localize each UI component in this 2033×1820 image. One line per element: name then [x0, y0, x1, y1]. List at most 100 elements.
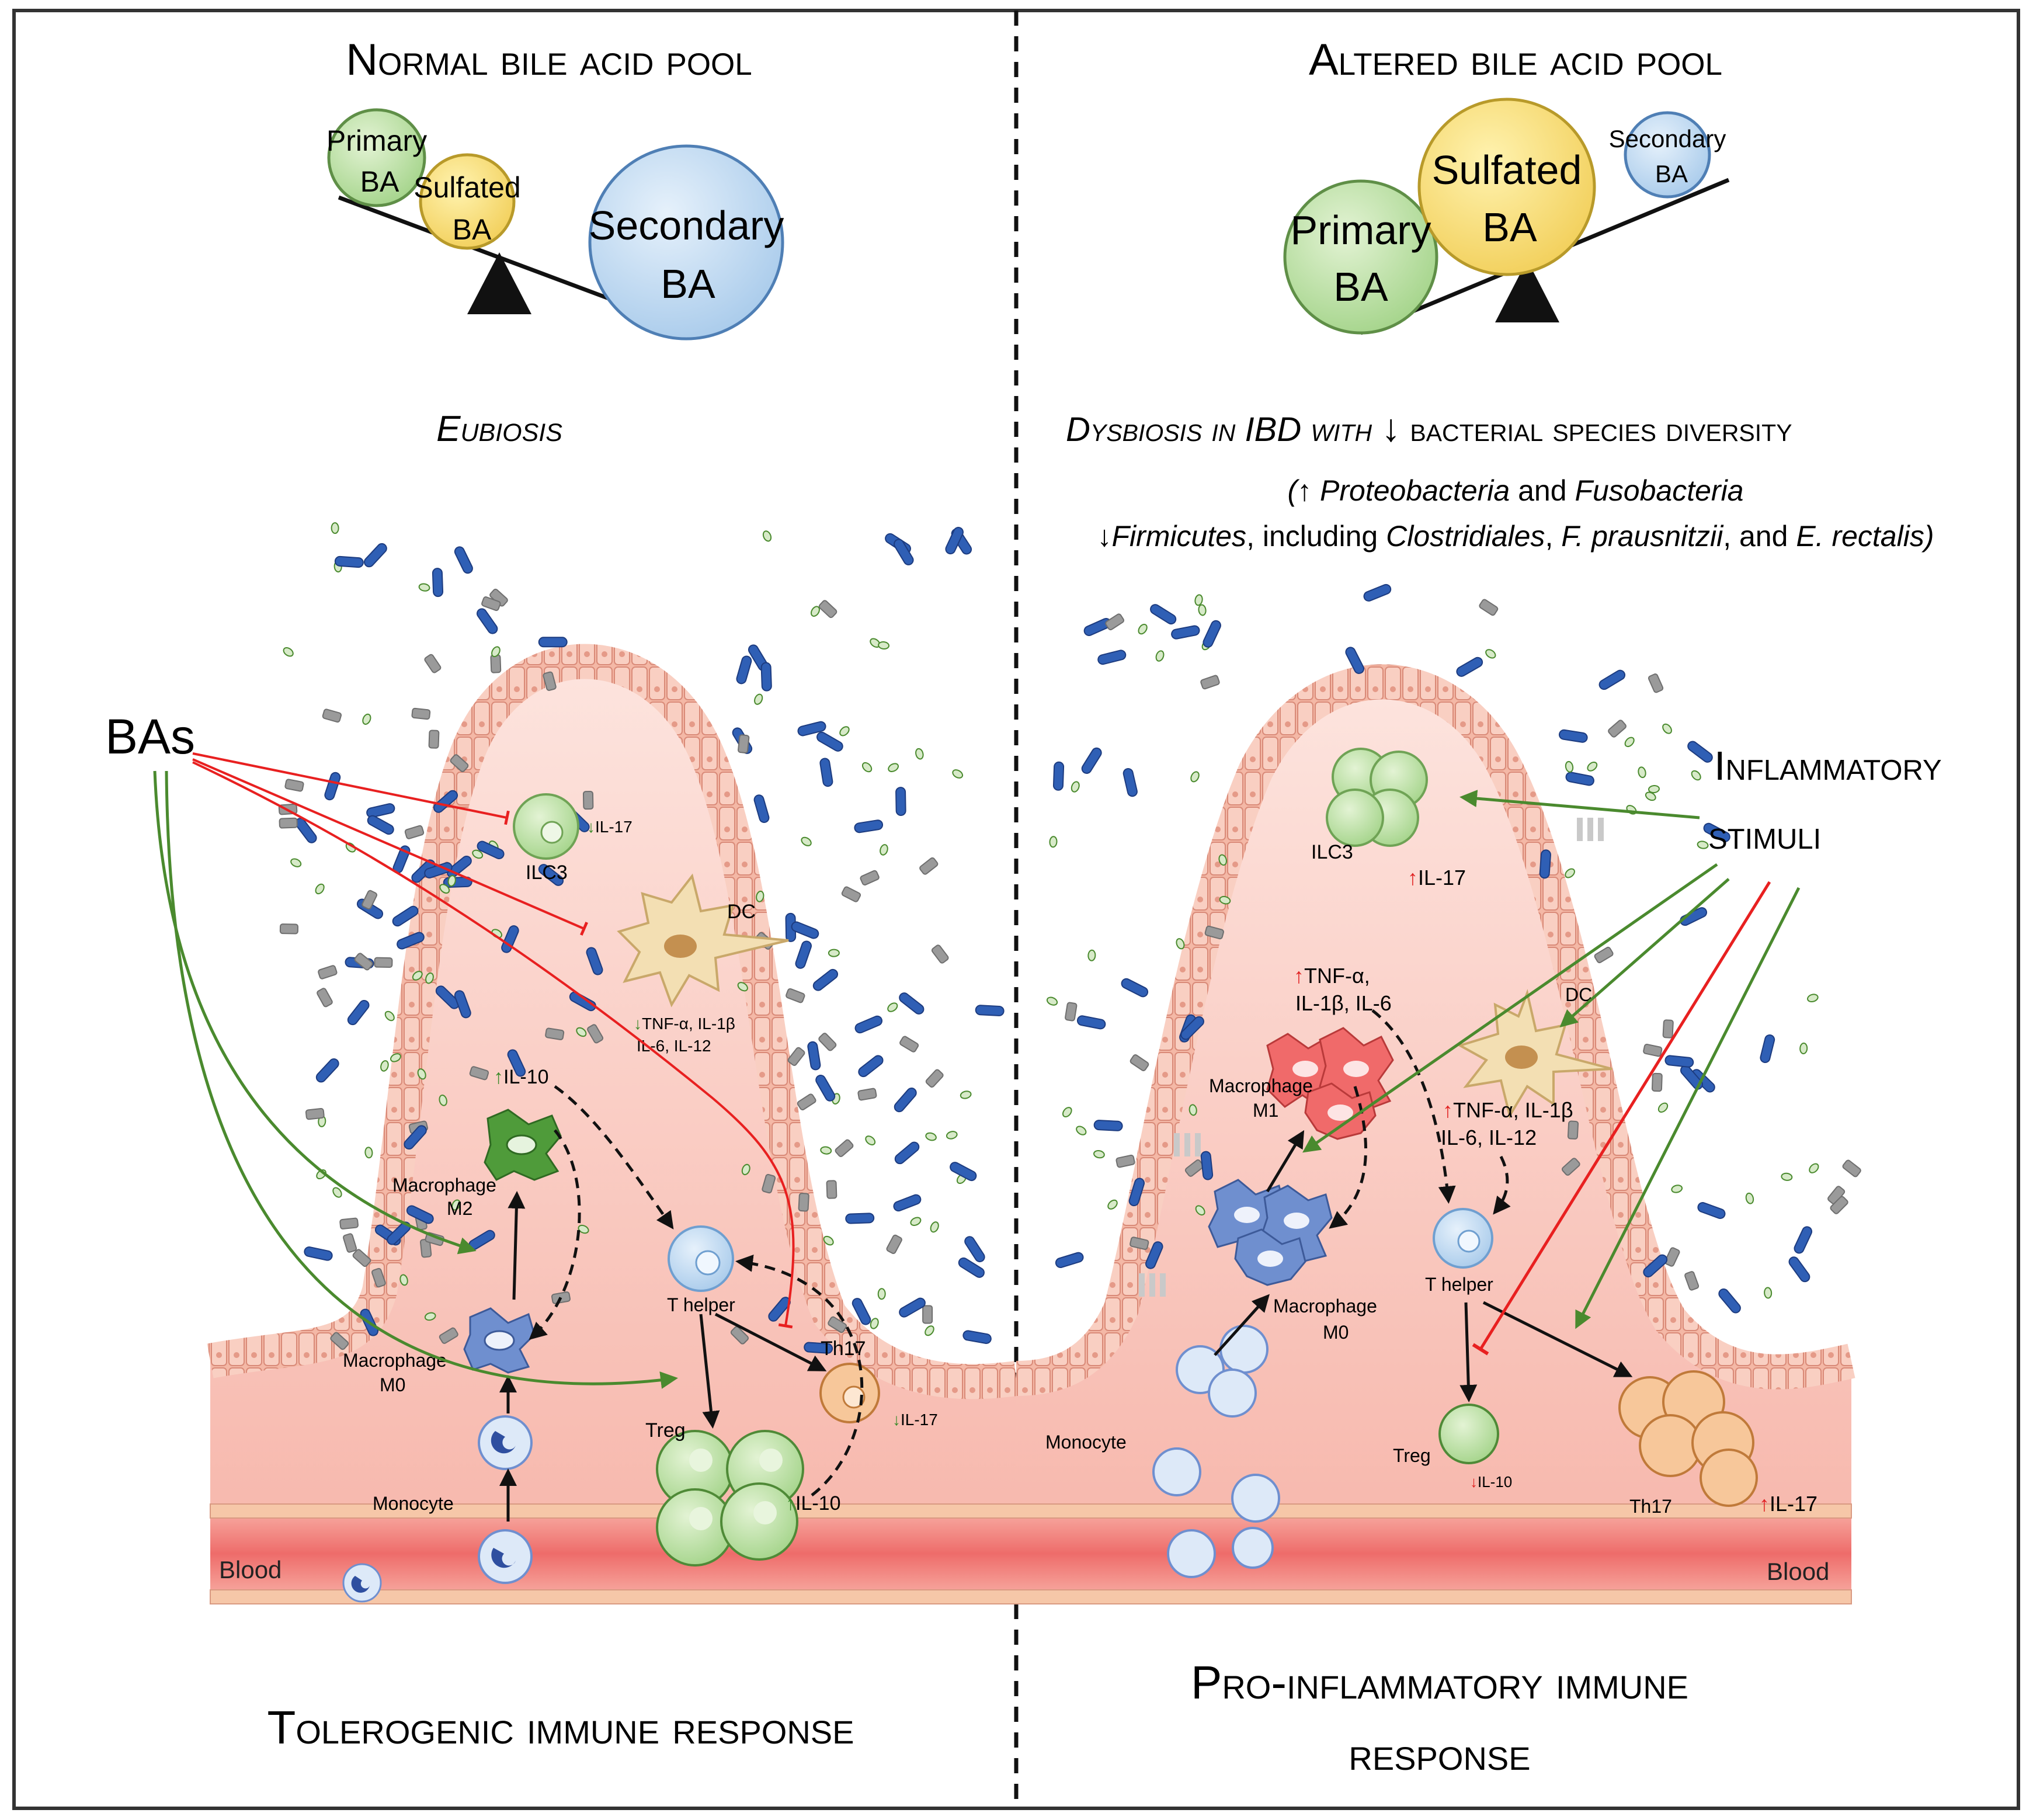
grey-bacterium: [322, 708, 342, 723]
rod-bacterium: [538, 864, 564, 886]
grey-bacterium: [841, 886, 861, 902]
right-treg: [1438, 1404, 1499, 1464]
coccus-bacterium: [870, 1318, 879, 1329]
right-macrophage-m1-cluster: [1266, 1027, 1394, 1140]
rod-bacterium: [435, 985, 460, 1009]
rod-bacterium: [816, 731, 843, 752]
coccus-bacterium: [1093, 1150, 1105, 1159]
rod-bacterium: [1200, 1151, 1214, 1180]
grey-bacterium: [1567, 1120, 1579, 1140]
rod-bacterium: [392, 905, 419, 927]
right-t-helper: [1433, 1208, 1493, 1269]
right-ilc3-up-arrow: ↑: [1408, 866, 1418, 890]
right-dashed-arrows: [1329, 1009, 1511, 1229]
left-ilc3-label: ILC3: [526, 862, 568, 884]
down-arrow-glyph: ↓: [1381, 406, 1400, 449]
left-ilc3-cell: [513, 793, 579, 860]
rod-bacterium: [950, 1162, 977, 1182]
left-macrophage-m2: [484, 1109, 562, 1181]
rod-bacterium: [569, 991, 596, 1012]
grey-bacterium: [1651, 1072, 1663, 1092]
right-epithelium: [1016, 664, 1855, 1396]
coccus-bacterium: [861, 762, 873, 773]
right-dc-note-1: ↑TNF-α, IL-1β: [1443, 1098, 1573, 1122]
right-monocyte-label: Monocyte: [1045, 1432, 1127, 1453]
grey-bacterium: [352, 1249, 371, 1267]
rod-bacterium: [858, 1055, 884, 1078]
grey-bacterium: [279, 817, 298, 829]
rod-bacterium: [1128, 1178, 1145, 1207]
coccus-bacterium: [1062, 1107, 1072, 1118]
rod-bacterium: [406, 1205, 434, 1224]
rod-bacterium: [804, 1342, 833, 1354]
right-lamina-propria: [1016, 682, 1851, 1513]
rod-bacterium: [1687, 741, 1713, 763]
rod-bacterium: [819, 758, 833, 787]
coccus-bacterium: [888, 763, 899, 772]
rod-bacterium: [367, 815, 394, 835]
grey-bacterium: [371, 1267, 386, 1288]
coccus-bacterium: [1076, 1126, 1087, 1135]
left-bas-label-text: BAs: [105, 709, 195, 764]
coccus-bacterium: [1107, 1199, 1118, 1210]
coccus-bacterium: [1764, 1287, 1773, 1299]
grey-bacterium: [318, 965, 338, 980]
grey-bacterium: [835, 1139, 854, 1158]
grey-bacterium: [797, 1093, 816, 1111]
bacteria-proteobacteria: Proteobacteria: [1320, 474, 1510, 507]
rod-bacterium: [736, 655, 752, 685]
left-primary-label-2: BA: [360, 165, 399, 198]
grey-bacterium: [922, 1305, 933, 1324]
right-m1-label-2: M1: [1253, 1100, 1278, 1121]
left-sulfated-ba-circle: [419, 153, 516, 250]
grey-bacterium: [1594, 946, 1614, 964]
rod-bacterium: [538, 637, 568, 648]
coccus-bacterium: [425, 972, 434, 984]
coccus-bacterium: [960, 1090, 972, 1099]
stimuli-label-1: Inflammatory: [1714, 743, 1942, 789]
coccus-bacterium: [1565, 868, 1575, 878]
grey-bacterium: [424, 654, 442, 673]
right-m0-label-2: M0: [1323, 1322, 1349, 1343]
grey-bacterium: [374, 957, 393, 968]
coccus-bacterium: [1638, 766, 1646, 779]
coccus-bacterium: [362, 713, 371, 725]
coccus-bacterium: [737, 982, 748, 992]
rod-bacterium: [477, 840, 505, 860]
rod-bacterium: [962, 1330, 992, 1344]
left-treg-note: ↑IL-10: [786, 1492, 841, 1515]
grey-bacterium: [818, 1033, 837, 1051]
grey-bacterium: [450, 754, 469, 772]
right-sulfated-label-2: BA: [1482, 204, 1537, 250]
grey-bacterium: [730, 1326, 749, 1345]
rod-bacterium: [812, 968, 839, 991]
coccus-bacterium: [412, 971, 423, 981]
left-state-eubiosis: Eubiosis: [436, 409, 562, 449]
grey-bacterium: [860, 870, 880, 886]
left-black-arrows: [499, 1191, 827, 1522]
left-monocyte-blood: [342, 1563, 382, 1603]
grey-bacterium: [1684, 1271, 1700, 1291]
left-il10-up-arrow: ↑: [494, 1066, 503, 1088]
bacteria-f-prausnitzii: F. prausnitzii: [1561, 520, 1724, 553]
right-primary-label-2: BA: [1333, 264, 1388, 310]
coccus-bacterium: [1645, 791, 1656, 801]
left-m2-label-1: Macrophage: [392, 1175, 496, 1196]
grey-bacterium: [1065, 1002, 1078, 1022]
rod-bacterium: [1180, 1016, 1204, 1040]
bacteria-l2-mid1: , including: [1246, 520, 1386, 553]
left-secondary-label-1: Secondary: [589, 203, 784, 248]
coccus-bacterium: [1781, 1172, 1793, 1181]
coccus-bacterium: [447, 875, 456, 887]
coccus-bacterium: [315, 883, 325, 895]
coccus-bacterium: [820, 1146, 832, 1155]
grey-bacterium: [439, 1327, 458, 1344]
left-treg-up-arrow: ↑: [786, 1492, 795, 1515]
left-t-helper: [668, 1225, 734, 1292]
left-il10-top-text: IL-10: [503, 1066, 549, 1088]
coccus-bacterium: [865, 1135, 876, 1145]
right-sulfated-ba-circle: [1417, 98, 1596, 276]
rod-bacterium: [454, 990, 471, 1019]
rod-bacterium: [894, 1088, 917, 1113]
left-seesaw-fulcrum: [467, 252, 531, 314]
